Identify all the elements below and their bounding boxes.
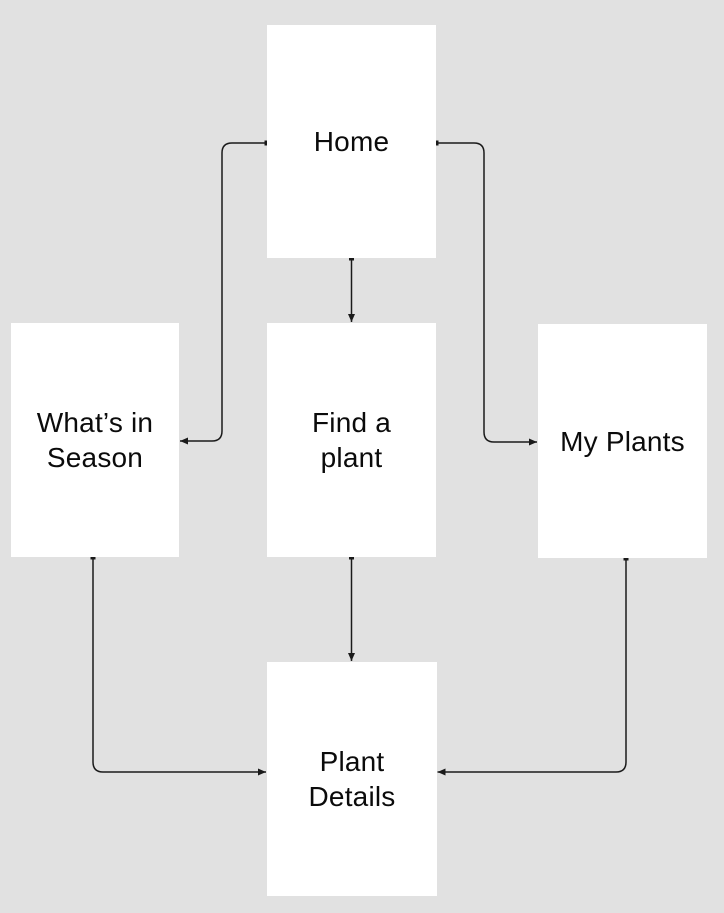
edge-whats-in-season-to-plant-details xyxy=(90,554,266,776)
edge-my-plants-to-plant-details xyxy=(437,555,629,776)
node-label: My Plants xyxy=(560,425,685,457)
node-plant-details: Plant Details xyxy=(267,662,437,896)
node-find-a-plant: Find a plant xyxy=(267,323,436,557)
node-label: What’s in Season xyxy=(36,407,154,473)
node-label: Plant Details xyxy=(308,746,396,812)
node-my-plants: My Plants xyxy=(538,324,707,558)
edge-home-to-my-plants xyxy=(433,140,537,446)
edge-home-to-whats-in-season xyxy=(180,140,270,445)
node-label: Home xyxy=(313,126,390,157)
node-label: Find a plant xyxy=(311,407,392,473)
node-whats-in-season: What’s in Season xyxy=(11,323,179,557)
node-home: Home xyxy=(267,25,436,258)
